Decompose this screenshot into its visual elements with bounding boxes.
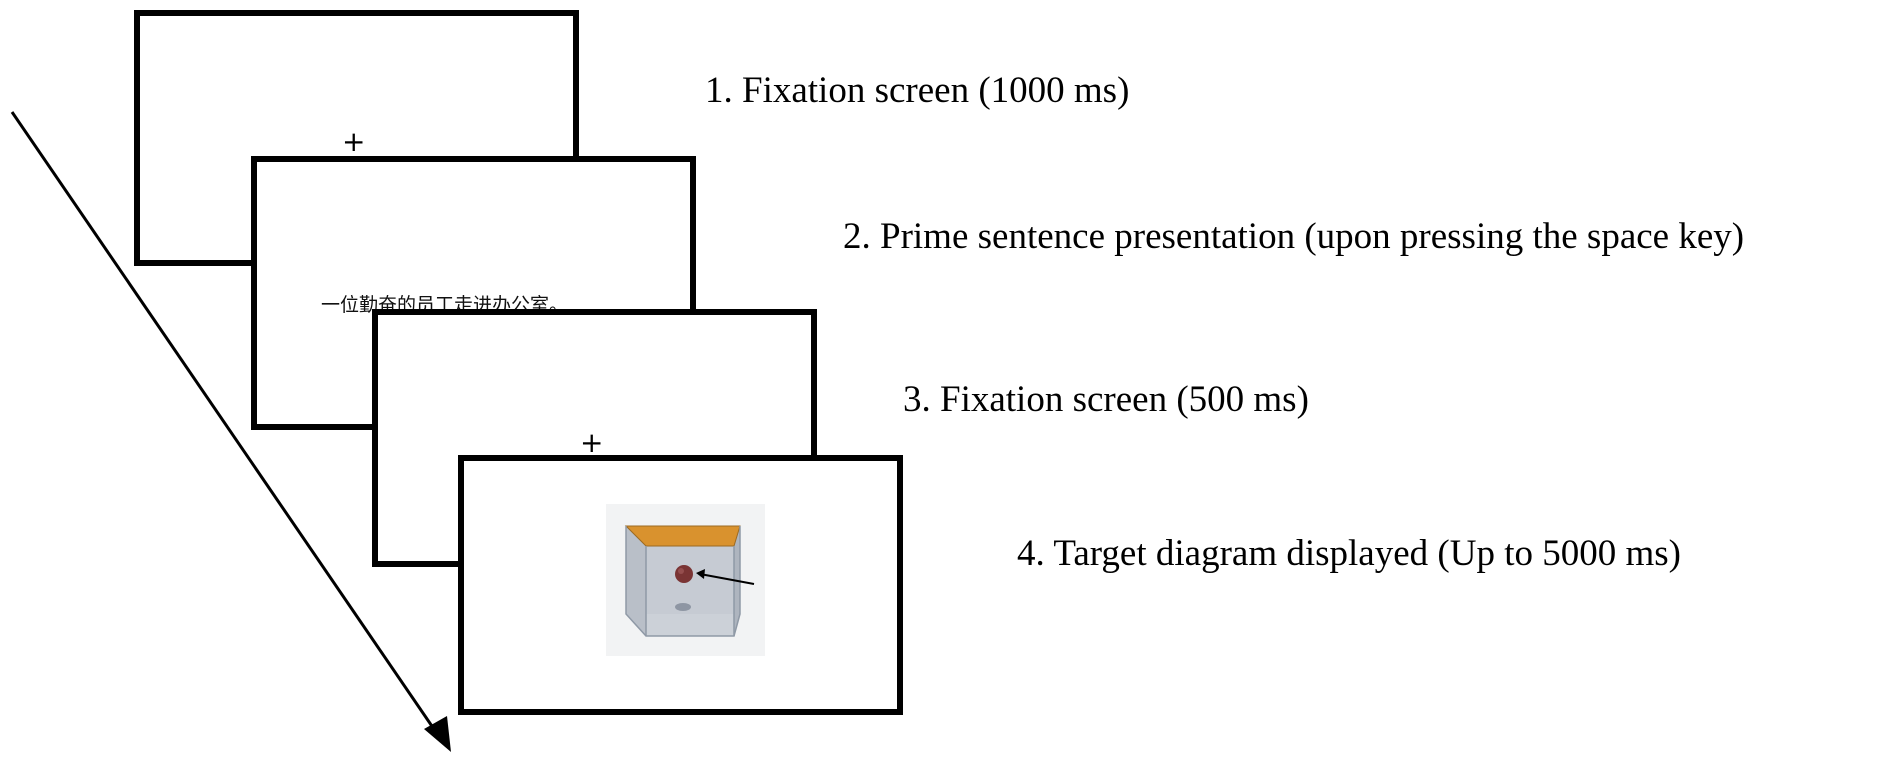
step-label-prime: 2. Prime sentence presentation (upon pre… [843,216,1745,257]
fixation-cross: + [342,125,366,158]
step-label-target: 4. Target diagram displayed (Up to 5000 … [1017,533,1681,574]
time-arrow-head [424,716,451,752]
time-arrow-line [10,111,440,736]
step-label-fixation-1: 1. Fixation screen (1000 ms) [705,70,1130,111]
fixation-cross: + [580,426,604,459]
target-diagram-screen [458,455,903,715]
cube-ball-arrow-icon [606,504,765,656]
step-label-fixation-2: 3. Fixation screen (500 ms) [903,379,1309,420]
